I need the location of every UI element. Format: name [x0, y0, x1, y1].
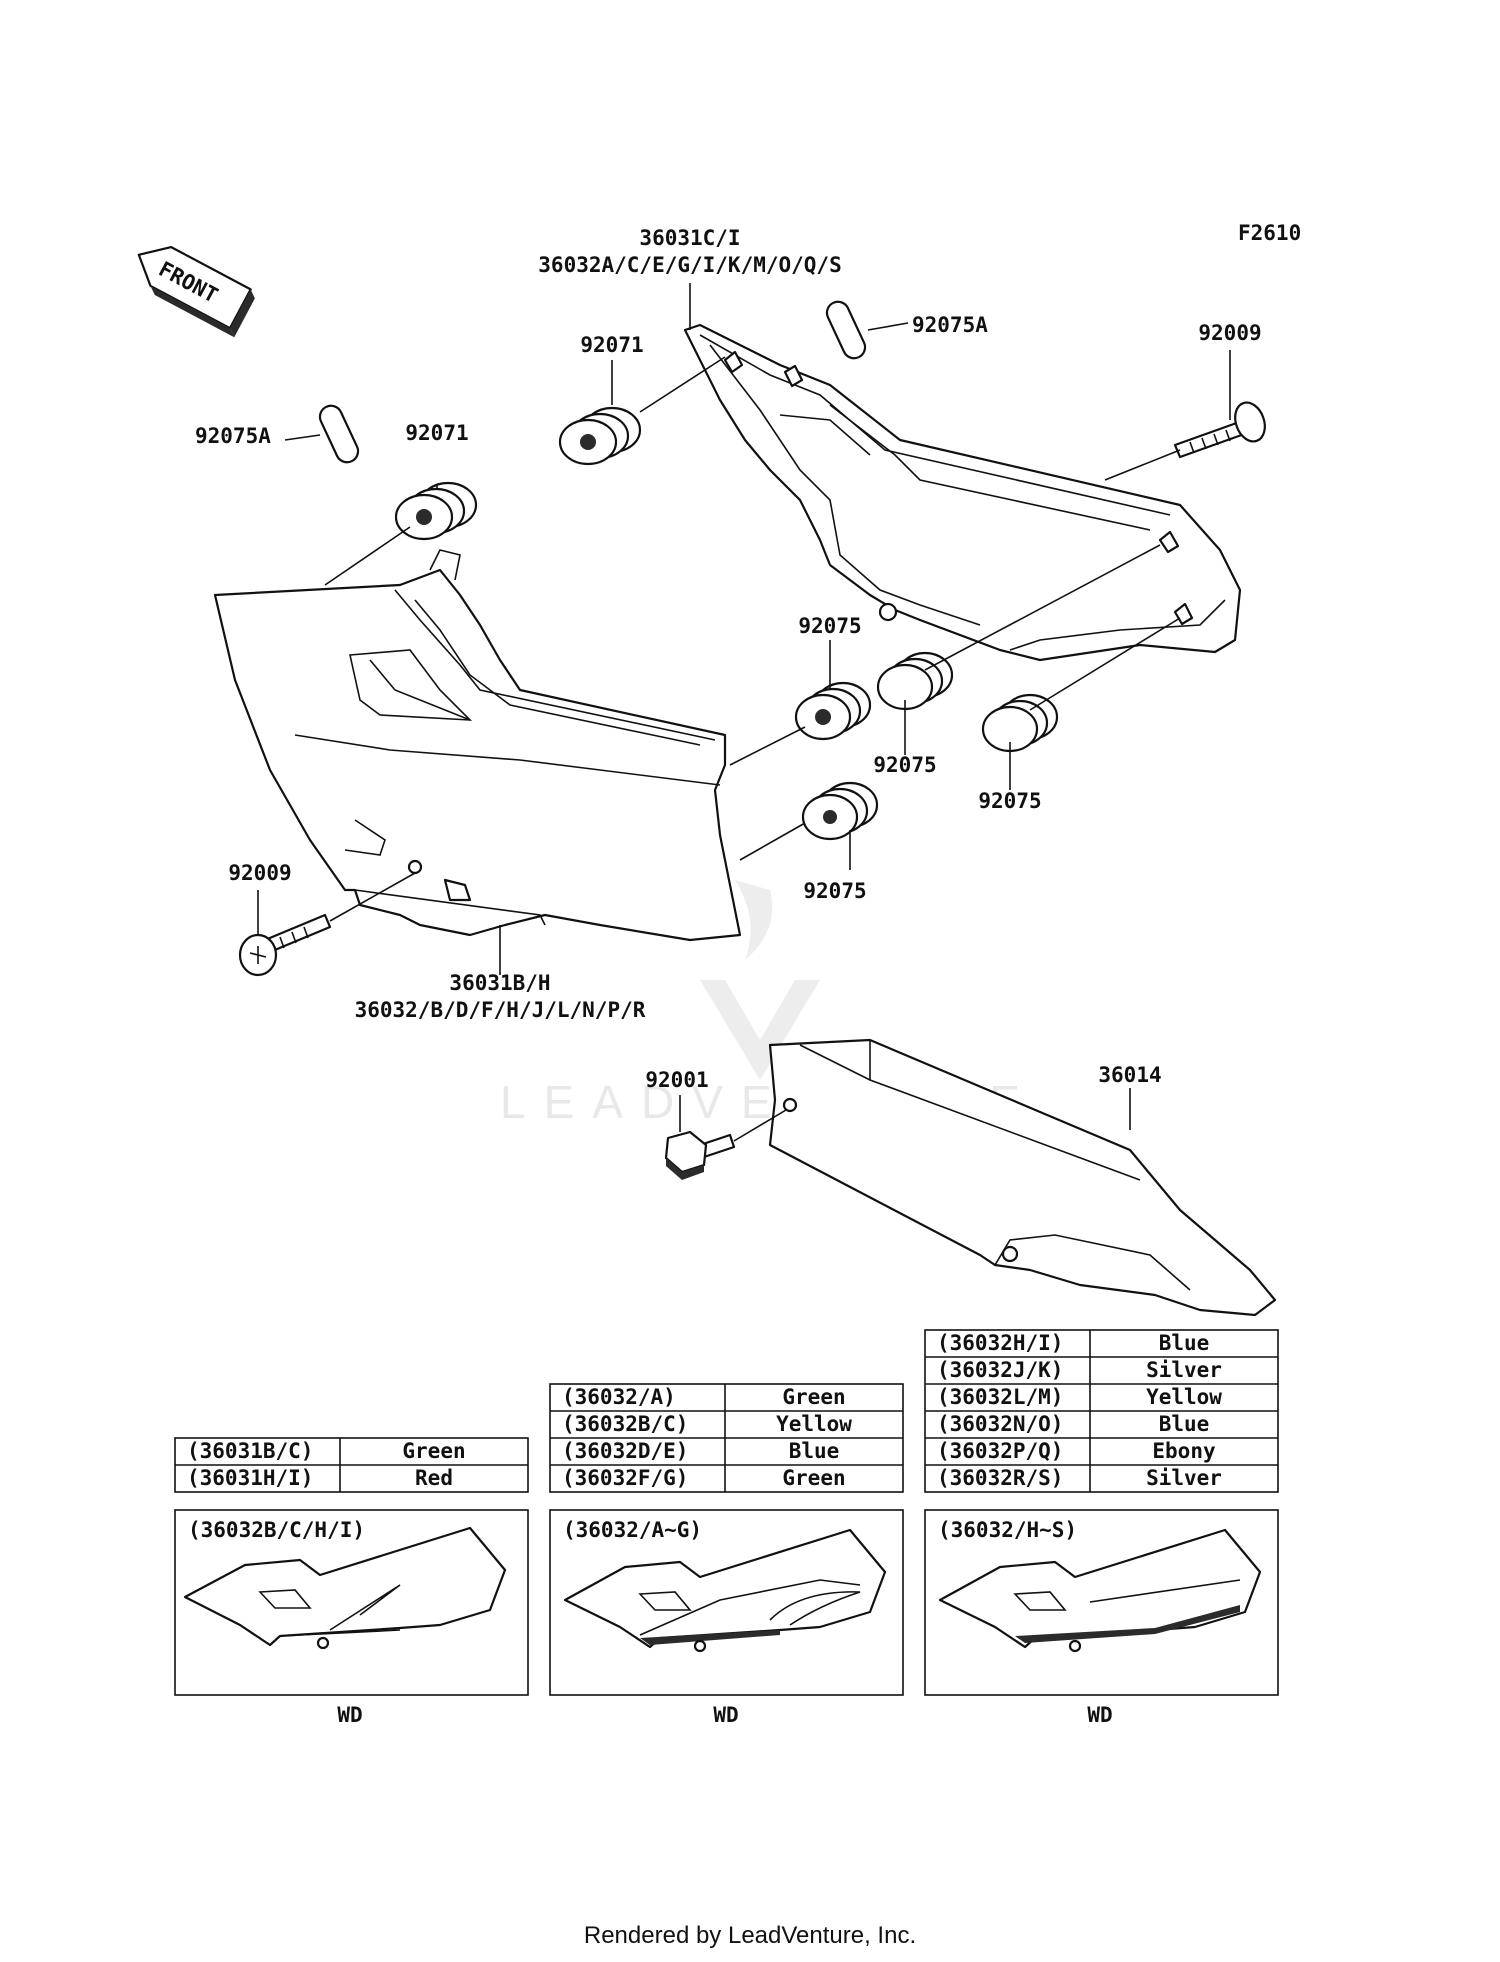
grommet-92075-d	[801, 781, 879, 841]
figure-code: F2610	[1238, 221, 1301, 245]
bolt-92009-right	[1173, 401, 1266, 459]
callout-grommet-92075-d: 92075	[803, 879, 866, 903]
table-part-code: (36032D/E)	[562, 1439, 688, 1463]
grommet-92075-a	[794, 681, 872, 741]
callout-bolt-92001: 92001	[645, 1068, 708, 1092]
variant-panel-3: (36032/H~S) WD	[924, 1509, 1279, 1727]
variant-panel-1-title: (36032B/C/H/I)	[188, 1518, 365, 1542]
callout-grommet-92075-b: 92075	[873, 753, 936, 777]
table-color-name: Red	[415, 1466, 453, 1490]
table-color-name: Blue	[789, 1439, 840, 1463]
table-color-name: Ebony	[1152, 1439, 1216, 1463]
table-color-name: Yellow	[1146, 1385, 1222, 1409]
table-part-code: (36032P/Q)	[937, 1439, 1063, 1463]
callout-bolt-92009-right: 92009	[1198, 321, 1261, 345]
table-color-name: Silver	[1146, 1466, 1222, 1490]
callout-upper-cover-a: 36031C/I	[639, 226, 740, 250]
table-part-code: (36032J/K)	[937, 1358, 1063, 1382]
table-part-code: (36032B/C)	[562, 1412, 688, 1436]
lower-side-cover	[213, 549, 742, 942]
variant-panel-2: (36032/A~G) WD	[549, 1509, 904, 1727]
callout-upper-cover-b: 36032A/C/E/G/I/K/M/O/Q/S	[538, 253, 841, 277]
variant-panel-1-caption: WD	[337, 1703, 362, 1727]
callout-grommet-92075-c: 92075	[978, 789, 1041, 813]
variant-panel-2-caption: WD	[713, 1703, 738, 1727]
table-part-code: (36032/A)	[562, 1385, 676, 1409]
table-part-code: (36031B/C)	[187, 1439, 313, 1463]
table-color-name: Green	[782, 1466, 845, 1490]
upper-side-cover	[683, 323, 1242, 662]
variant-panel-3-title: (36032/H~S)	[938, 1518, 1077, 1542]
table-part-code: (36032R/S)	[937, 1466, 1063, 1490]
callout-grommet-92071-left: 92071	[405, 421, 468, 445]
color-tables: (36031B/C) Green (36031H/I) Red (36032/A) Gre…	[174, 1329, 1279, 1493]
variant-panel-1: (36032B/C/H/I) WD	[174, 1509, 529, 1727]
table-color-name: Green	[402, 1439, 465, 1463]
table-color-name: Blue	[1159, 1331, 1210, 1355]
table-part-code: (36032N/O)	[937, 1412, 1063, 1436]
callout-bolt-92009-left: 92009	[228, 861, 291, 885]
bolt-92009-left	[238, 913, 332, 977]
table-part-code: (36032H/I)	[937, 1331, 1063, 1355]
variant-panel-3-caption: WD	[1087, 1703, 1112, 1727]
leader-lines	[257, 283, 1231, 1142]
table-color-name: Yellow	[776, 1412, 852, 1436]
table-part-code: (36032L/M)	[937, 1385, 1063, 1409]
grommet-92071-right	[558, 406, 642, 466]
table-part-code: (36031H/I)	[187, 1466, 313, 1490]
variant-panel-2-title: (36032/A~G)	[563, 1518, 702, 1542]
callout-grommet-92075-a: 92075	[798, 614, 861, 638]
callout-pad-92075A-left: 92075A	[195, 424, 271, 448]
grommet-92075-b	[876, 651, 954, 711]
callout-grommet-92071-right: 92071	[580, 333, 643, 357]
callout-cover-36014: 36014	[1098, 1063, 1161, 1087]
table-part-code: (36032F/G)	[562, 1466, 688, 1490]
footer-credit: Rendered by LeadVenture, Inc.	[583, 1922, 917, 1949]
table-color-name: Silver	[1146, 1358, 1222, 1382]
table-color-name: Blue	[1159, 1412, 1210, 1436]
pad-92075A-right	[825, 300, 867, 360]
grommet-92075-c	[981, 693, 1059, 753]
callout-lower-cover-b: 36032/B/D/F/H/J/L/N/P/R	[355, 998, 646, 1022]
bolt-92001	[664, 1130, 736, 1180]
grommet-92071-left	[394, 481, 478, 541]
callout-lower-cover-a: 36031B/H	[449, 971, 550, 995]
table-color-name: Green	[782, 1385, 845, 1409]
callout-pad-92075A-right: 92075A	[912, 313, 988, 337]
pad-92075A-left	[318, 404, 360, 464]
cover-36014	[768, 1038, 1277, 1317]
front-arrow-icon: FRONT	[137, 246, 255, 338]
